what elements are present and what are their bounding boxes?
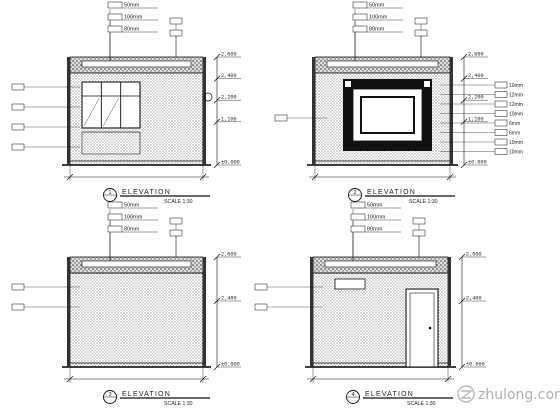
window-sill-panel	[81, 131, 141, 155]
cornice-light-slot	[324, 260, 437, 268]
material-tag	[107, 225, 123, 233]
dimension-label: 2,200	[468, 95, 484, 101]
elevation-title: ELEVATION	[122, 391, 171, 398]
wall-surface	[69, 272, 204, 368]
dimension-label: 1,100	[221, 116, 237, 122]
material-callout: 10mm	[509, 112, 523, 118]
material-callout: 50mm	[124, 3, 140, 9]
cornice-light-slot	[81, 260, 192, 268]
elevation-ref-number: 3	[108, 392, 111, 398]
dimension-label: 2,200	[221, 95, 237, 101]
material-tag	[107, 25, 123, 33]
material-callout: 80mm	[124, 27, 140, 33]
material-tag	[352, 25, 368, 33]
material-callout: 6mm	[509, 121, 520, 127]
elevation-ref-number: 4	[351, 392, 354, 398]
material-tag	[350, 213, 366, 221]
wall-section-left	[312, 57, 315, 165]
cornice-light-slot	[326, 60, 439, 68]
material-callout: 80mm	[124, 227, 140, 233]
material-callout: 100mm	[369, 15, 388, 21]
watermark-text: zhulong.com	[478, 387, 560, 403]
dimension-label: 2,600	[221, 252, 237, 258]
dimension-label: ±0.000	[221, 362, 240, 368]
elevation-title: ELEVATION	[122, 189, 171, 196]
door-handle-icon	[428, 326, 432, 330]
wall-section-right	[203, 257, 206, 367]
dimension-label: 2,400	[466, 296, 482, 302]
elevation-title: ELEVATION	[365, 391, 414, 398]
dimension-label: ±0.000	[221, 160, 240, 166]
material-tag	[107, 201, 123, 209]
material-callout: 50mm	[367, 203, 383, 209]
watermark: zhulong.com	[457, 385, 560, 403]
elevation-b: 2,600 2,400 2,200 1,100 ±0.000 50mm 100mm 80mm 1…	[274, 1, 523, 205]
scale-label: SCALE 1:30	[164, 199, 193, 205]
material-callout: 100mm	[367, 215, 386, 221]
material-callout: 100mm	[124, 15, 143, 21]
wall-section-left	[67, 257, 70, 367]
ac-unit	[334, 278, 366, 290]
material-tag	[352, 1, 368, 9]
door-frame	[405, 288, 439, 368]
wall-switch-icon	[203, 92, 213, 102]
elevation-c: 2,600 2,400 ±0.000 50mm 100mm 80mm 3 ELEVATION S…	[11, 201, 241, 407]
material-tag	[350, 201, 366, 209]
watermark-logo-icon	[457, 385, 475, 403]
elevation-a: 2,600 2,400 2,200 1,100 ±0.000 50mm 100mm 80mm 1…	[11, 1, 241, 205]
material-callout: 10mm	[509, 83, 523, 89]
material-callout: 50mm	[124, 203, 140, 209]
dimension-label: ±0.000	[468, 160, 487, 166]
wall-section-right	[203, 57, 206, 165]
dimension-label: 2,400	[221, 296, 237, 302]
wall-section-right	[448, 257, 451, 367]
scale-label: SCALE 1:30	[409, 199, 438, 205]
window-frame	[81, 81, 141, 129]
material-callout: 10mm	[509, 150, 523, 156]
material-tag	[107, 13, 123, 21]
elevation-d: 2,600 2,400 ±0.000 50mm 100mm 80mm 4 ELEVATION S…	[254, 201, 486, 407]
dimension-label: 2,400	[468, 73, 484, 79]
dimension-label: 2,400	[221, 73, 237, 79]
material-callout: 50mm	[369, 3, 385, 9]
cornice-light-slot	[81, 60, 192, 68]
scale-label: SCALE 1:30	[164, 401, 193, 407]
dimension-label: 2,600	[466, 252, 482, 258]
material-tag	[107, 213, 123, 221]
material-tag	[107, 1, 123, 9]
wall-section-left	[67, 57, 70, 165]
elevation-ref-number: 1	[108, 190, 111, 196]
dimension-label: 2,600	[221, 52, 237, 58]
wall-section-right	[450, 57, 453, 165]
dimension-label: 1,100	[468, 116, 484, 122]
material-tag	[350, 225, 366, 233]
material-callout: 12mm	[509, 102, 523, 108]
material-tag	[352, 13, 368, 21]
wall-section-left	[310, 257, 313, 367]
material-callout: 80mm	[369, 27, 385, 33]
elevation-title: ELEVATION	[367, 189, 416, 196]
material-callout: 6mm	[509, 131, 520, 137]
dimension-label: 2,600	[468, 52, 484, 58]
material-callout: 12mm	[509, 93, 523, 99]
material-callout: 80mm	[367, 227, 383, 233]
elevation-ref-number: 2	[353, 190, 356, 196]
scale-label: SCALE 1:30	[407, 401, 436, 407]
dimension-label: ±0.000	[466, 362, 485, 368]
material-callout: 10mm	[509, 140, 523, 146]
material-callout: 100mm	[124, 215, 143, 221]
